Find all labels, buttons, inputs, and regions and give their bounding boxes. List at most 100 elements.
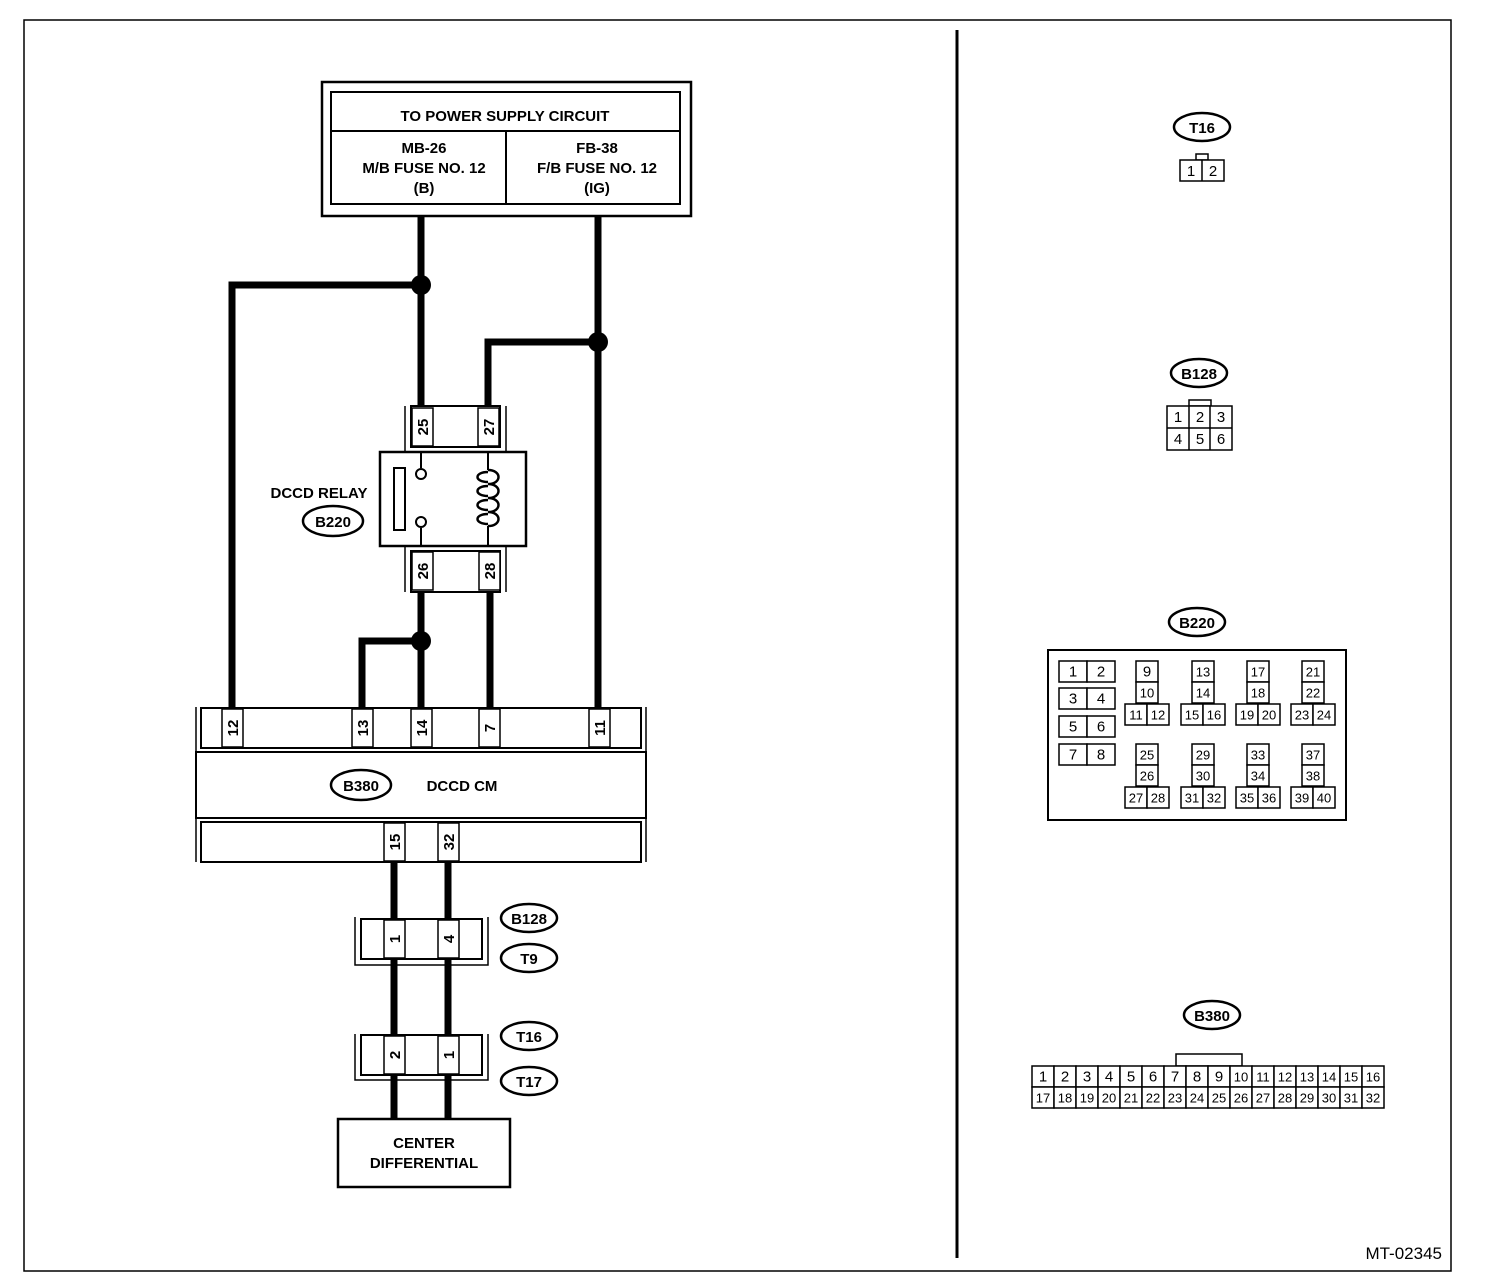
j1-connector-b128: B128 (511, 911, 547, 928)
face-b128-pin: 4 (1174, 431, 1182, 448)
relay-switch (393, 467, 406, 531)
face-b220-pin: 39 (1295, 791, 1309, 806)
cm-pin-7: 7 (482, 724, 499, 732)
face-b220-pin: 7 (1069, 747, 1077, 764)
face-b220-pin: 13 (1196, 665, 1210, 680)
face-b220-pin: 11 (1129, 708, 1143, 723)
center-diff-line1: CENTER (393, 1135, 455, 1152)
junction-dots (411, 275, 608, 651)
face-b220-pin-cell (1301, 681, 1325, 704)
face-b220-pin-cell (1246, 681, 1270, 704)
face-b220-pin-cell (1135, 681, 1159, 704)
face-b220-pin: 3 (1069, 691, 1077, 708)
face-b380-pin: 5 (1127, 1069, 1135, 1086)
face-b220-pin: 26 (1140, 769, 1154, 784)
wire-to-cm13 (358, 637, 421, 707)
fuse-right-line3: (IG) (584, 180, 610, 197)
face-b380-pin: 22 (1146, 1091, 1160, 1106)
face-b128: B128 1 2 3 4 5 6 (1166, 357, 1233, 451)
cm-pin-13: 13 (355, 720, 372, 737)
face-b380-pin: 25 (1212, 1091, 1226, 1106)
face-t16-label: T16 (1189, 120, 1215, 137)
face-b220-pin: 12 (1151, 708, 1165, 723)
relay-connector-badge (301, 504, 365, 538)
cm-connector-badge (329, 768, 393, 802)
face-b220-pin-cell (1086, 715, 1116, 738)
face-b128-pin: 3 (1217, 409, 1225, 426)
j1-pin-1: 1 (387, 935, 404, 943)
face-b220-pin: 30 (1196, 769, 1210, 784)
face-b220-pin: 18 (1251, 686, 1265, 701)
face-b220-pin-cell (1312, 786, 1336, 809)
face-b220-pin-cell (1191, 764, 1215, 787)
face-b380-pin: 26 (1234, 1091, 1248, 1106)
relay-pin-25: 25 (415, 419, 432, 436)
face-b220-pin: 19 (1240, 708, 1254, 723)
face-b220-pin: 29 (1196, 748, 1210, 763)
face-b380-pin: 11 (1256, 1070, 1270, 1085)
face-b220-pin-cell (1135, 764, 1159, 787)
face-b220-pin-cell (1202, 786, 1226, 809)
face-b220-pin: 34 (1251, 769, 1265, 784)
j1-pin-4: 4 (441, 934, 458, 943)
face-b220-pin-cell (1257, 786, 1281, 809)
fuse-left-line2: M/B FUSE NO. 12 (362, 160, 485, 177)
face-b380-pin: 19 (1080, 1091, 1094, 1106)
junction-dot (411, 275, 431, 295)
face-b220-pin-cell (1086, 660, 1116, 683)
face-t16-pin: 2 (1209, 163, 1217, 180)
face-b380-pin: 2 (1061, 1069, 1069, 1086)
face-b220-pin-cell (1257, 703, 1281, 726)
relay-label: DCCD RELAY (271, 485, 368, 502)
face-b380-pin: 15 (1344, 1070, 1358, 1085)
relay-pin-28: 28 (482, 563, 499, 580)
face-b220-pin: 24 (1317, 708, 1331, 723)
dccd-relay: 25 27 26 28 DCCD RELAY B220 (271, 405, 528, 593)
face-b380-label: B380 (1194, 1008, 1230, 1025)
relay-connector-id: B220 (315, 514, 351, 531)
j2-pin-1: 1 (441, 1051, 458, 1059)
face-b128-pin: 1 (1174, 409, 1182, 426)
face-b220-pin: 23 (1295, 708, 1309, 723)
face-b380-pin: 8 (1193, 1069, 1201, 1086)
cm-pin-15: 15 (387, 834, 404, 851)
face-b220-pin-cell (1246, 764, 1270, 787)
face-b380-pin: 14 (1322, 1070, 1336, 1085)
face-b220-pin: 40 (1317, 791, 1331, 806)
cm-pin-11: 11 (592, 720, 609, 736)
face-b380-pin: 17 (1036, 1091, 1050, 1106)
face-b220-pin: 16 (1207, 708, 1221, 723)
face-b380-pin: 12 (1278, 1070, 1292, 1085)
face-b380-pin: 23 (1168, 1091, 1182, 1106)
face-b220-pin: 14 (1196, 686, 1210, 701)
face-b220-pin: 5 (1069, 719, 1077, 736)
face-b380-pin: 7 (1171, 1069, 1179, 1086)
face-b220-pin-cell (1146, 786, 1170, 809)
face-b220-pin: 17 (1251, 665, 1265, 680)
junction-dot (588, 332, 608, 352)
wire-to-relay27 (484, 338, 598, 406)
wires (228, 216, 602, 1119)
j2-connector-t16: T16 (516, 1029, 542, 1046)
face-b220-pin-cell (1146, 703, 1170, 726)
face-b220-pin: 8 (1097, 747, 1105, 764)
j2-pin-2: 2 (387, 1051, 404, 1059)
face-t16: T16 1 2 (1172, 111, 1232, 182)
face-b380-pin: 20 (1102, 1091, 1116, 1106)
face-b380-pin: 10 (1234, 1070, 1248, 1085)
fuse-left-line1: MB-26 (401, 140, 446, 157)
face-b220-pin: 6 (1097, 719, 1105, 736)
face-b220-pin-cell (1202, 703, 1226, 726)
face-b380-pin: 9 (1215, 1069, 1223, 1086)
j1-connector-t9: T9 (520, 951, 538, 968)
face-b380-pin: 3 (1083, 1069, 1091, 1086)
face-b380-pin: 32 (1366, 1091, 1380, 1106)
cm-connector-id: B380 (343, 778, 379, 795)
face-b128-pin: 2 (1196, 409, 1204, 426)
face-b220-pin: 33 (1251, 748, 1265, 763)
face-b380-pin: 29 (1300, 1091, 1314, 1106)
face-b220-pin: 31 (1185, 791, 1199, 806)
face-t16-pin: 1 (1187, 163, 1195, 180)
